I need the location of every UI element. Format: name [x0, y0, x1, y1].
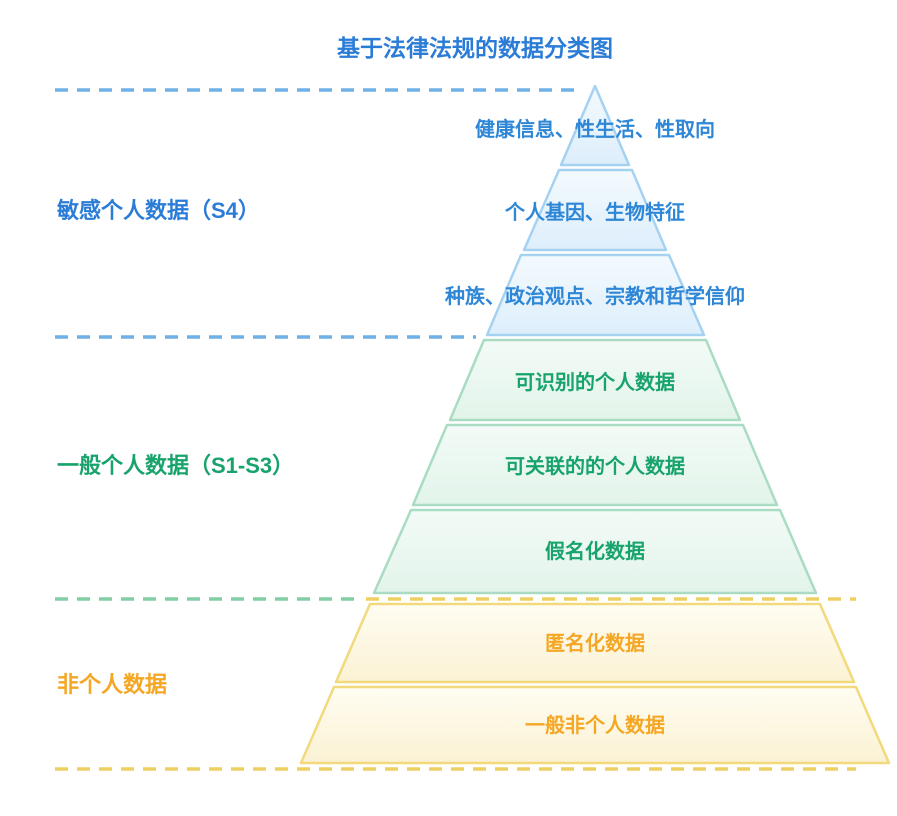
level-6-shape [372, 508, 818, 595]
pyramid-level-5: 可关联的的个人数据 [411, 423, 779, 507]
level-1-label: 健康信息、性生活、性取向 [475, 117, 715, 141]
pyramid-level-1: 健康信息、性生活、性取向 [475, 84, 715, 167]
level-5-label: 可关联的的个人数据 [505, 454, 685, 478]
diagram-title: 基于法律法规的数据分类图 [337, 35, 613, 61]
pyramid-level-8: 一般非个人数据 [299, 685, 891, 765]
level-2-label: 个人基因、生物特征 [504, 200, 685, 224]
section-label-non-personal-data: 非个人数据 [57, 672, 167, 697]
pyramid-level-7: 匿名化数据 [334, 602, 856, 684]
level-2-shape [522, 168, 668, 252]
section-label-sensitive-personal-data: 敏感个人数据（S4） [56, 198, 260, 223]
level-8-shape [299, 685, 891, 765]
level-8-label: 一般非个人数据 [525, 713, 665, 737]
pyramid-level-2: 个人基因、生物特征 [504, 168, 685, 252]
level-7-label: 匿名化数据 [545, 631, 645, 655]
section-label-general-personal-data: 一般个人数据（S1-S3） [57, 453, 294, 478]
level-6-label: 假名化数据 [545, 539, 645, 563]
level-5-shape [411, 423, 779, 507]
pyramid-level-3: 种族、政治观点、宗教和哲学信仰 [444, 253, 745, 337]
level-1-shape [559, 84, 631, 167]
pyramid-level-6: 假名化数据 [372, 508, 818, 595]
level-4-shape [448, 338, 742, 422]
level-7-shape [334, 602, 856, 684]
level-3-label: 种族、政治观点、宗教和哲学信仰 [444, 284, 745, 308]
level-4-label: 可识别的个人数据 [515, 370, 675, 394]
pyramid-level-4: 可识别的个人数据 [448, 338, 742, 422]
level-3-shape [485, 253, 706, 337]
